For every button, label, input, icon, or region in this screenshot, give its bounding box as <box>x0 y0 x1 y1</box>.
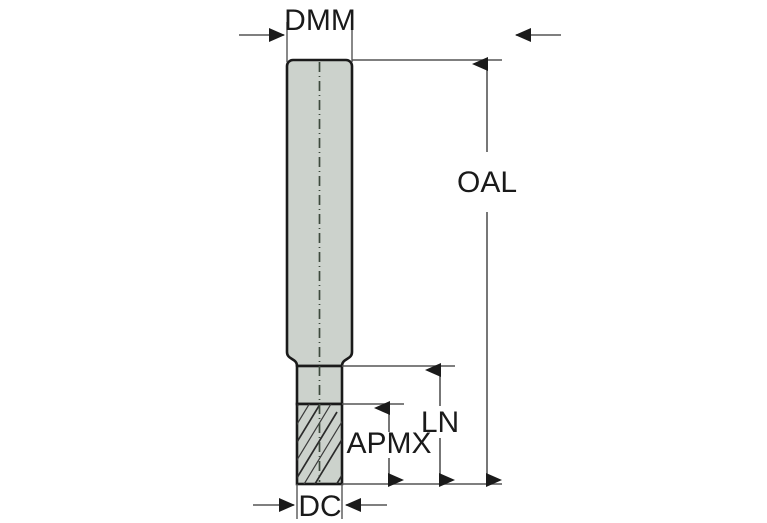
flute-helix-lines-secondary <box>297 404 342 484</box>
dimension-label-dc: DC <box>298 490 341 523</box>
dimension-dc: DC <box>253 490 387 523</box>
dimension-dmm: DMM <box>239 4 561 42</box>
dimension-ln: LN <box>421 363 459 487</box>
dimension-label-dmm: DMM <box>284 4 356 37</box>
flute-helix-lines <box>297 404 342 484</box>
dimension-label-ln: LN <box>421 406 459 439</box>
dimension-label-oal: OAL <box>457 166 517 199</box>
dimension-apmx: APMX <box>346 401 432 487</box>
tool-body-group <box>285 58 354 486</box>
dimension-label-apmx: APMX <box>346 427 431 460</box>
dimension-oal: OAL <box>457 57 517 487</box>
